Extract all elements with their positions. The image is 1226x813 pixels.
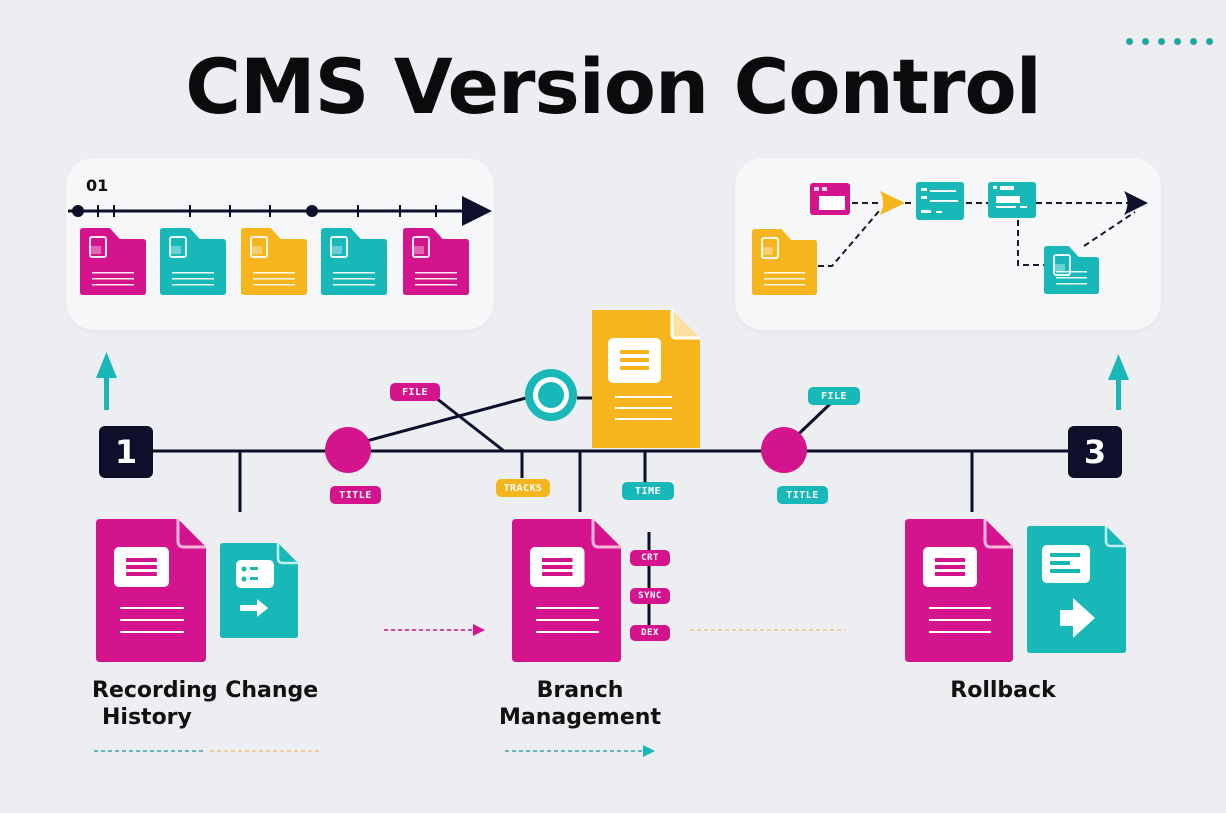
- heading-line-1: Recording Change: [92, 678, 319, 703]
- timeline-start-dot: [72, 205, 84, 217]
- rollback-arrow-document-icon: [1027, 526, 1126, 653]
- flow-file-yellow: [752, 229, 817, 295]
- timeline-file-3: [241, 228, 307, 295]
- rollback-document-icon: [905, 519, 1013, 662]
- up-arrow-icon-left: [96, 352, 117, 410]
- card-icon-2: [988, 182, 1036, 218]
- flow-connectors: [818, 202, 1136, 267]
- tag-title-right: TITLE: [777, 486, 828, 504]
- tag-time: TIME: [622, 482, 674, 500]
- merge-arrow-icon: [880, 191, 905, 215]
- tag-file-right: FILE: [808, 387, 860, 405]
- flow-file-teal: [1044, 246, 1099, 294]
- heading-line-2: History: [102, 705, 192, 730]
- history-arrow-document-icon: [220, 543, 298, 638]
- decorative-dots: [1126, 38, 1213, 45]
- tag-tracks: TRACKS: [496, 479, 550, 497]
- browser-window-icon: [810, 183, 850, 215]
- page-title: CMS Version Control: [185, 42, 1042, 131]
- timeline-file-4: [321, 228, 387, 295]
- timeline-file-5: [403, 228, 469, 295]
- commit-node-1: [325, 427, 371, 473]
- branch-tag-2: SYNC: [630, 588, 670, 604]
- section-heading-branch: Branch Management: [470, 677, 690, 731]
- step-start-box: 1: [99, 426, 153, 478]
- panel-number: 01: [86, 176, 109, 195]
- card-icon-1: [916, 182, 964, 220]
- end-arrow-icon: [1124, 191, 1148, 215]
- step-end-box: 3: [1068, 426, 1122, 478]
- up-arrow-icon-right: [1108, 354, 1129, 410]
- commit-node-2: [761, 427, 807, 473]
- timeline-file-1: [80, 228, 146, 295]
- heading-line-2: Management: [499, 705, 661, 730]
- central-document-icon: [592, 310, 700, 448]
- tag-file: FILE: [390, 383, 440, 401]
- heading-line-1: Branch: [536, 678, 624, 703]
- heading-line-1: Rollback: [950, 678, 1056, 703]
- section-heading-rollback: Rollback: [900, 677, 1106, 704]
- branch-document-icon: [512, 519, 621, 662]
- timeline-mid-dot: [306, 205, 318, 217]
- panel-timeline-axis: [68, 196, 492, 226]
- branch-tag-1: CRT: [630, 550, 670, 566]
- tag-title-left: TITLE: [330, 486, 381, 504]
- merge-node-icon: [525, 369, 577, 421]
- timeline-file-2: [160, 228, 226, 295]
- section-heading-recording: Recording Change History: [80, 677, 335, 731]
- branch-tag-3: DEX: [630, 625, 670, 641]
- history-document-icon: [96, 519, 206, 662]
